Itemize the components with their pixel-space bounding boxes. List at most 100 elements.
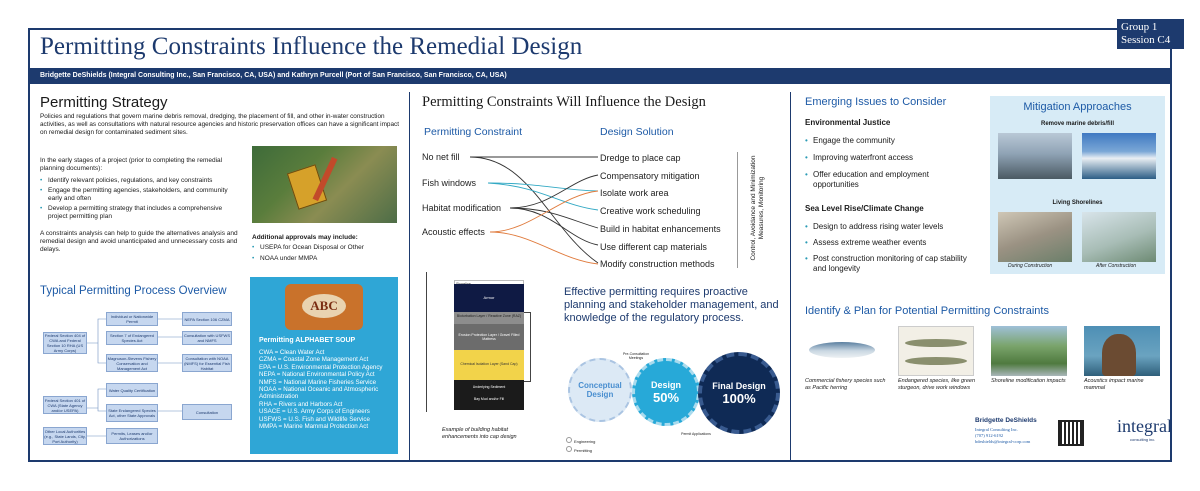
during-construction-label: During Construction [1008,263,1053,269]
measures-bracket [737,152,770,268]
group-label: Group 1 [1121,21,1158,33]
abc-sign-text: ABC [302,294,346,318]
acronym-item: USACE = U.S. Army Corps of Engineers [259,408,370,416]
flow-box-efh: Consultation with NOAA (NMFS) for Essent… [182,354,232,372]
herring-photo [805,328,881,374]
contact-details: Integral Consulting Inc. (707) 912-6192 … [975,427,1030,445]
slr-item: Design to address rising water levels [805,222,975,232]
contact-email[interactable]: bdeshields@integral-corp.com [975,439,1031,444]
mitigation-title: Mitigation Approaches [1023,101,1132,113]
flow-box-section-401: Federal Section 401 of CWA (State Agency… [43,396,87,414]
ej-item: Improving waterfront access [805,153,975,163]
flow-box-nationwide-permit: Individual or Nationwide Permit [106,312,158,326]
design-line2: 50% [652,389,680,405]
slr-item: Post construction monitoring of cap stab… [805,254,975,274]
engineering-legend-label: Engineering [574,439,596,444]
flow-box-usfws-nmfs: Consultation with USFWS and NMFS [182,331,232,345]
strategy-bullet: Identify relevant policies, regulations,… [40,177,240,185]
alphabet-soup-title: Permitting ALPHABET SOUP [259,337,356,344]
effective-permitting-text: Effective permitting requires proactive … [564,286,779,324]
poster-frame [28,28,1172,462]
solution-item: Modify construction methods [600,259,715,269]
flow-box-esa-section-7: Section 7 of Endangered Species Act [106,331,158,345]
photo-caption: Commercial fishery species such as Pacif… [805,378,886,391]
final-design-gear: Final Design 100% [698,352,780,434]
early-stages-text: In the early stages of a project (prior … [40,157,223,172]
constraint-item: Acoustic effects [422,227,485,237]
living-shorelines-label: Living Shorelines [1052,200,1103,206]
gear-legend: Engineering Permitting [566,437,595,455]
thickness-bracket [524,312,531,382]
sea-lion-photo [1084,326,1160,376]
final-line1: Final Design [712,380,766,391]
acronym-item: CWA = Clean Water Act [259,349,325,356]
design-50-gear: Design 50% [632,358,700,426]
pier-removal-photo [998,133,1072,179]
acronym-item: NMFS = National Marine Fisheries Service [259,378,377,386]
flow-box-state-esa: State Endangered Species Act, other Stat… [106,404,158,422]
process-overview-title: Typical Permitting Process Overview [40,285,227,297]
cap-layer-sand: Chemical Isolation Layer (Sand Cap) [454,350,524,380]
strategy-intro: Policies and regulations that govern mar… [40,113,400,136]
solution-item: Build in habitat enhancements [600,224,721,234]
constraint-header: Permitting Constraint [424,126,523,138]
final-line2: 100% [722,390,756,406]
acronym-item: MMPA = Marine Mammal Protection Act [259,423,369,431]
poster-title: Permitting Constraints Influence the Rem… [40,33,583,60]
flow-box-nepa: NEPA Section 106 CZMA [182,312,232,326]
strategy-title: Permitting Strategy [40,94,168,111]
after-construction-photo [1082,212,1156,262]
column-divider-1 [409,92,410,462]
flow-box-water-quality: Water Quality Certification [106,383,158,397]
acronym-item: EPA = U.S. Environmental Protection Agen… [259,363,383,371]
permit-applications-label: Permit Applications [681,432,711,436]
photo-caption: Shoreline modification impacts [991,378,1066,384]
constraint-item: No net fill [422,152,460,162]
solution-item: Dredge to place cap [600,153,681,163]
bay-mud-label: Bay Mud and/or Fill [473,397,505,401]
cap-layer-armor: Armor [454,284,524,312]
strategy-bullet: Engage the permitting agencies, stakehol… [40,187,240,203]
additional-approvals-title: Additional approvals may include: [252,234,358,241]
mountain-shore-photo [1082,133,1156,179]
constraint-item: Habitat modification [422,203,502,213]
depth-axis [426,272,427,412]
permitting-legend-swatch [566,446,572,452]
sea-lion-shape [1102,334,1136,376]
flow-box-magnuson-stevens: Magnuson-Stevens Fishery Conservation an… [106,354,158,372]
identify-plan-title: Identify & Plan for Potential Permitting… [805,305,1049,317]
environmental-justice-title: Environmental Justice [805,118,891,127]
group-session-badge: Group 1 Session C4 [1117,19,1184,49]
contact-name: Bridgette DeShields [975,417,1037,424]
acronym-item: NOAA = National Oceanic and Atmospheric … [259,386,379,401]
qr-code[interactable] [1058,420,1084,446]
approval-item: USEPA for Ocean Disposal or Other [252,244,400,252]
sea-level-rise-title: Sea Level Rise/Climate Change [805,204,924,213]
solution-item: Isolate work area [600,188,669,198]
acronym-item: CZMA = Coastal Zone Management Act [259,356,369,364]
abc-sign-image: ABC [285,284,363,330]
constraints-analysis-text: A constraints analysis can help to guide… [40,230,238,253]
solution-item: Compensatory mitigation [600,171,700,181]
ej-item: Engage the community [805,136,975,146]
integral-logo-sub: consulting inc. [1130,437,1156,442]
acronym-item: NEPA = National Environmental Policy Act [259,371,375,379]
acronym-item: USFWS = U.S. Fish and Wildlife Service [259,415,370,423]
approval-item: NOAA under MMPA [252,255,400,263]
conceptual-line1: Conceptual [578,381,622,390]
integral-logo: integral [1117,416,1172,436]
design-line1: Design [650,379,681,390]
design-influence-title: Permitting Constraints Will Influence th… [422,94,706,110]
cap-layer-sediment: Underlying Sediment Bay Mud and/or Fill [454,380,524,410]
conceptual-line2: Design [586,390,614,399]
contact-phone: (707) 912-6192 [975,433,1004,438]
strategy-bullets: Identify relevant policies, regulations,… [40,177,240,221]
cap-design-diagram: Shoreline Armor Bioturbation Layer / Rea… [420,272,542,424]
during-construction-photo [998,212,1072,262]
flow-box-consultation: Consultation [182,404,232,420]
sturgeon-shape-1 [905,339,967,347]
pre-consultation-label: Pre-Consultation Meetings [622,352,650,360]
herring-shape [809,342,875,358]
ej-item: Offer education and employment opportuni… [805,170,975,190]
remove-debris-label: Remove marine debris/fill [1040,121,1115,127]
